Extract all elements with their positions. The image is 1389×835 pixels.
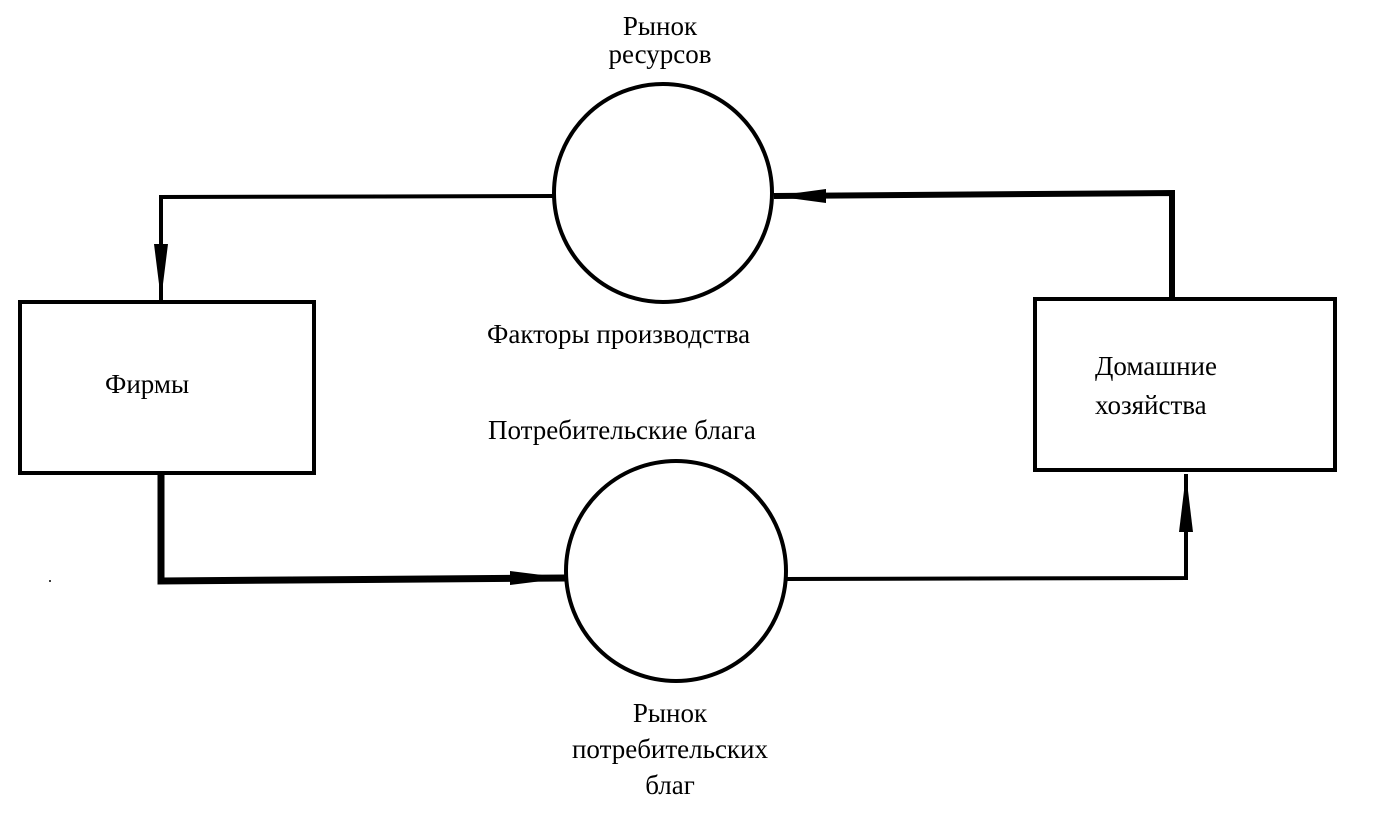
flow-resource-market-to-firms xyxy=(154,194,555,300)
flow-firms-to-goods-market xyxy=(157,475,567,585)
households-label: Домашние хозяйства xyxy=(1095,352,1217,419)
resource-market-circle xyxy=(552,82,774,304)
resource-market-label: Рынок ресурсов xyxy=(585,12,735,68)
factors-flow-label: Факторы производства xyxy=(487,319,751,349)
firms-label: Фирмы xyxy=(105,369,190,399)
households-label-line1: Домашние xyxy=(1095,351,1217,381)
flow-households-to-resource-market xyxy=(773,189,1175,299)
households-label-line2: хозяйства xyxy=(1095,390,1207,420)
resource-market-label-line1: Рынок xyxy=(622,11,698,41)
goods-market-circle xyxy=(564,459,788,683)
goods-flow-label: Потребительские блага xyxy=(488,415,756,445)
households-box xyxy=(1033,297,1337,472)
resource-market-label-line2: ресурсов xyxy=(608,39,712,69)
goods-market-label-line2: потребительских xyxy=(571,734,768,764)
firms-box xyxy=(18,300,316,475)
goods-market-label: Рынок потребительских благ xyxy=(520,699,820,799)
flow-goods-market-to-households xyxy=(785,474,1193,581)
speck-dot xyxy=(49,580,51,582)
goods-market-label-line3: благ xyxy=(645,770,695,800)
goods-market-label-line1: Рынок xyxy=(632,698,708,728)
